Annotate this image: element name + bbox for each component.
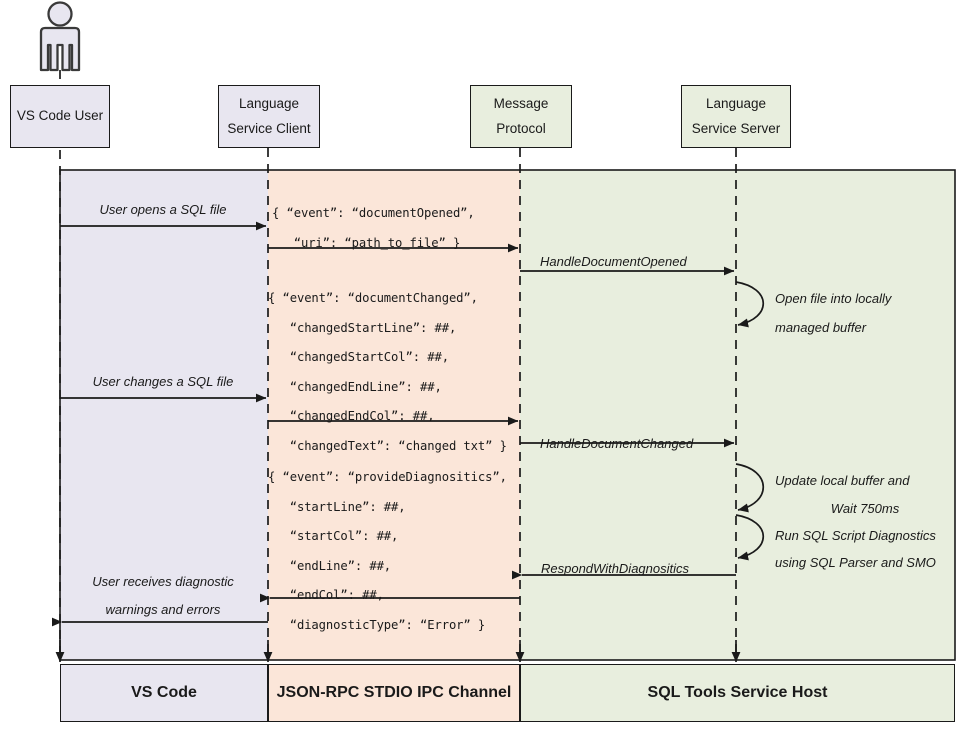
self-loop-open-file-buffer: [735, 281, 764, 328]
label-open-file-into-locally: Open file into locally: [775, 291, 892, 306]
label-wait-750ms: Wait 750ms: [830, 501, 900, 516]
label-user-receives-line2: warnings and errors: [105, 602, 221, 617]
footer-jsonrpc-stdio-ipc-channel[interactable]: JSON-RPC STDIO IPC Channel: [268, 664, 520, 722]
label-using-sql-parser-and-smo: using SQL Parser and SMO: [775, 555, 936, 570]
participant-line: Language: [705, 95, 767, 111]
participant-language-service-client[interactable]: Language Service Client: [218, 85, 320, 148]
footer-label: VS Code: [131, 684, 197, 701]
footer-label: SQL Tools Service Host: [647, 684, 828, 701]
label-respond-with-diagnositics: RespondWithDiagnositics: [541, 561, 690, 576]
participant-vs-code-user[interactable]: VS Code User: [10, 85, 110, 148]
band-lavender: [60, 170, 268, 660]
footer-vs-code[interactable]: VS Code: [60, 664, 268, 722]
vs-code-user-actor-icon: [39, 1, 81, 72]
label-handle-document-changed: HandleDocumentChanged: [540, 436, 694, 451]
band-peach: [268, 170, 520, 660]
label-handle-document-opened: HandleDocumentOpened: [540, 254, 687, 269]
participant-language-service-server[interactable]: Language Service Server: [681, 85, 791, 148]
footer-label: JSON-RPC STDIO IPC Channel: [276, 684, 512, 701]
participant-line: Service Server: [691, 120, 781, 136]
participant-message-protocol[interactable]: Message Protocol: [470, 85, 572, 148]
footer-sql-tools-service-host[interactable]: SQL Tools Service Host: [520, 664, 955, 722]
self-loop-run-sql-diagnostics: [735, 514, 764, 561]
label-run-sql-script-diagnostics: Run SQL Script Diagnostics: [775, 528, 936, 543]
participant-line: Protocol: [496, 120, 546, 136]
participant-line: Language: [238, 95, 300, 111]
participant-line: Service Client: [227, 120, 311, 136]
label-user-changes-sql-file: User changes a SQL file: [92, 374, 234, 389]
label-managed-buffer: managed buffer: [775, 320, 867, 335]
self-loop-update-local-buffer: [735, 463, 764, 513]
participant-line: VS Code User: [16, 108, 104, 124]
payload-document-opened: { “event”: “documentOpened”, “uri”: “pat…: [272, 206, 475, 250]
payload-provide-diagnositics: { “event”: “provideDiagnositics”, “start…: [268, 470, 507, 632]
participant-line: Message: [493, 95, 549, 111]
band-green: [520, 170, 955, 660]
payload-document-changed: { “event”: “documentChanged”, “changedSt…: [268, 291, 507, 453]
label-user-opens-sql-file: User opens a SQL file: [99, 202, 227, 217]
label-user-receives-line1: User receives diagnostic: [92, 574, 234, 589]
label-update-local-buffer-and: Update local buffer and: [775, 473, 910, 488]
